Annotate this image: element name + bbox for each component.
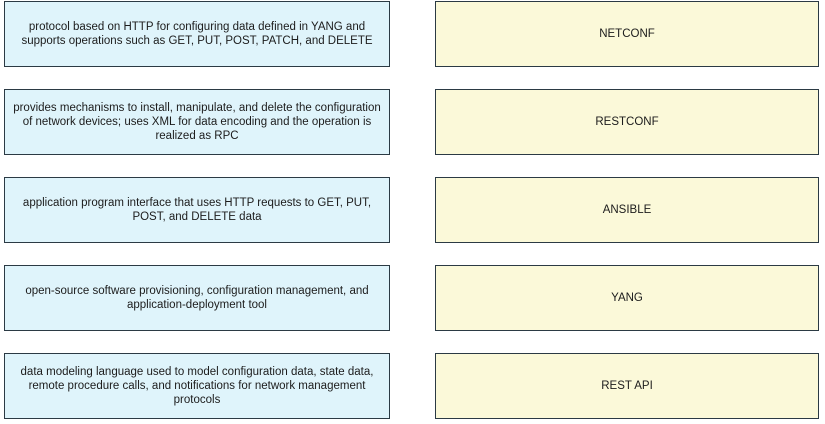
match-row: data modeling language used to model con…	[0, 353, 825, 421]
match-row: protocol based on HTTP for configuring d…	[0, 1, 825, 69]
description-text: protocol based on HTTP for configuring d…	[21, 21, 373, 47]
term-label: NETCONF	[599, 28, 655, 40]
description-text: provides mechanisms to install, manipula…	[13, 102, 381, 142]
term-label: ANSIBLE	[602, 204, 652, 216]
description-text: application program interface that uses …	[22, 197, 372, 223]
match-row: application program interface that uses …	[0, 177, 825, 245]
description-item-provisioning-tool[interactable]: open-source software provisioning, confi…	[4, 265, 390, 331]
term-target-netconf[interactable]: NETCONF	[435, 1, 819, 67]
term-target-restconf[interactable]: RESTCONF	[435, 89, 819, 155]
match-row: provides mechanisms to install, manipula…	[0, 89, 825, 157]
match-row: open-source software provisioning, confi…	[0, 265, 825, 333]
term-target-yang[interactable]: YANG	[435, 265, 819, 331]
description-item-http-yang-protocol[interactable]: protocol based on HTTP for configuring d…	[4, 1, 390, 67]
term-label: YANG	[611, 292, 643, 304]
term-target-rest-api[interactable]: REST API	[435, 353, 819, 419]
term-label: REST API	[601, 380, 653, 392]
description-item-xml-rpc[interactable]: provides mechanisms to install, manipula…	[4, 89, 390, 155]
description-text: data modeling language used to model con…	[20, 366, 374, 406]
term-target-ansible[interactable]: ANSIBLE	[435, 177, 819, 243]
term-label: RESTCONF	[595, 116, 659, 128]
description-text: open-source software provisioning, confi…	[25, 285, 369, 311]
description-item-data-modeling-language[interactable]: data modeling language used to model con…	[4, 353, 390, 419]
description-item-http-api[interactable]: application program interface that uses …	[4, 177, 390, 243]
